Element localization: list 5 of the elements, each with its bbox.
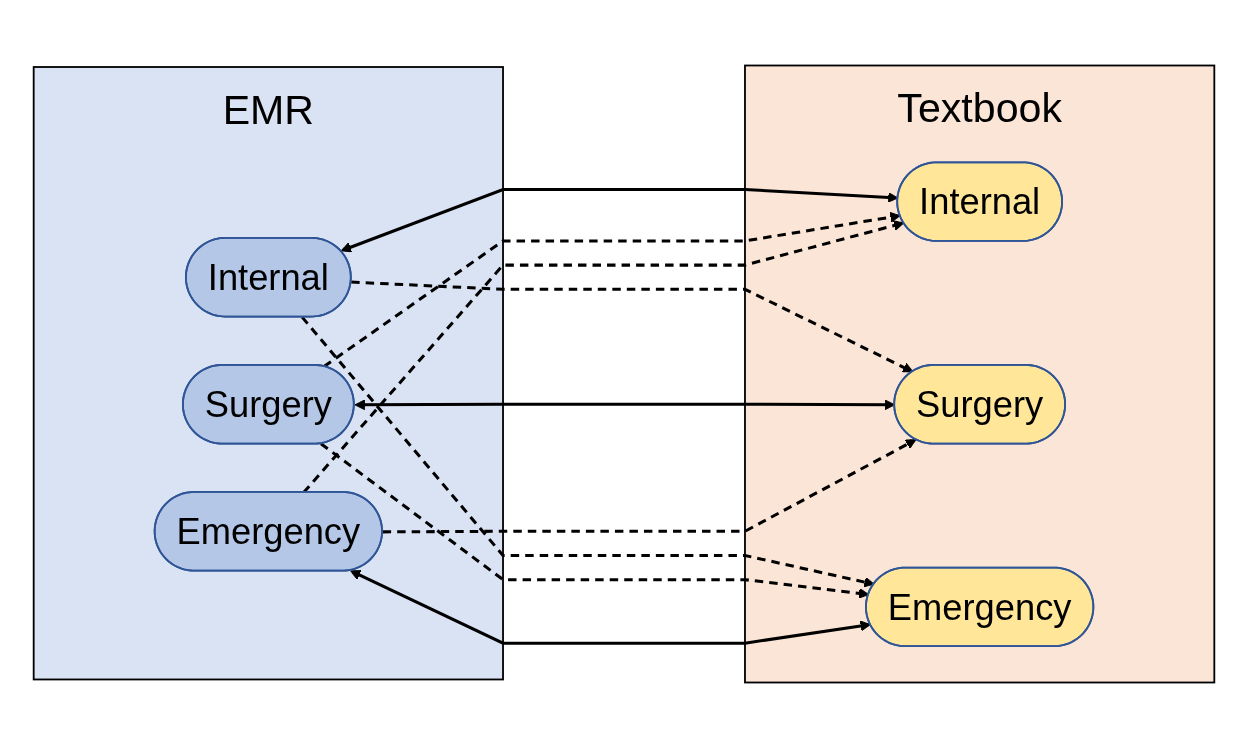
arrow (382, 439, 916, 534)
arrow (322, 211, 901, 368)
arrow (349, 570, 871, 645)
arrow (350, 280, 913, 373)
arrow (319, 442, 869, 599)
